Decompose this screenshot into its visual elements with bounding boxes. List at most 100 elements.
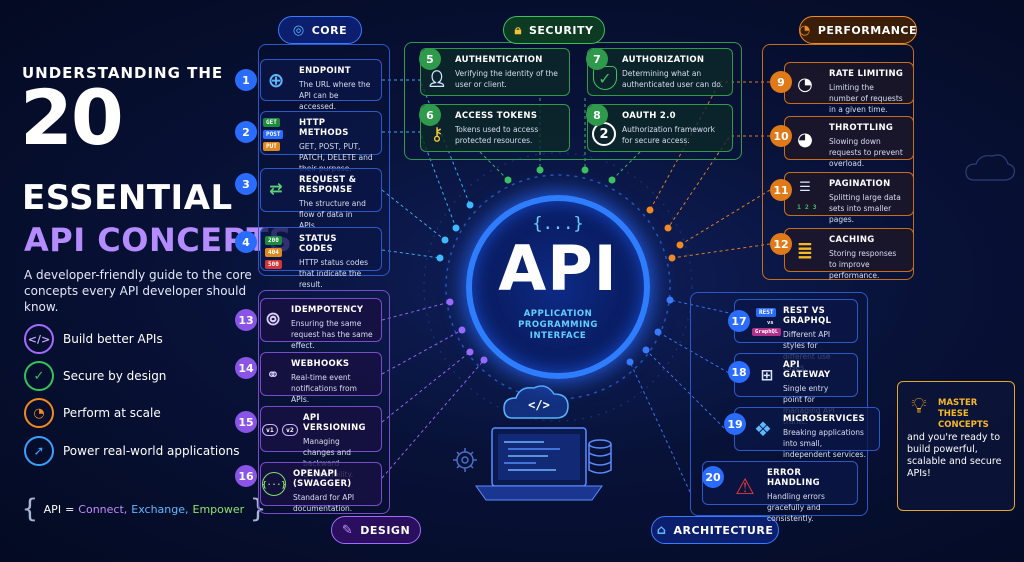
cloud-code-glyph: </> bbox=[528, 398, 550, 412]
api-core-circle bbox=[466, 195, 650, 379]
concept-card-18: API GATEWAY Single entry point for manag… bbox=[734, 353, 858, 426]
concept-desc: The URL where the API can be accessed. bbox=[299, 80, 371, 111]
rest-badge: REST bbox=[756, 308, 777, 317]
gauge-icon: ◔ bbox=[24, 398, 54, 428]
code-icon: </> bbox=[24, 324, 54, 354]
feature-secure: ✓ Secure by design bbox=[24, 361, 166, 391]
concept-card-19: MICROSERVICES Breaking applications into… bbox=[734, 407, 880, 459]
api-label: API bbox=[498, 232, 618, 305]
concept-desc: Determining what an authenticated user c… bbox=[622, 69, 724, 89]
concept-number: 2 bbox=[235, 121, 257, 143]
fingerprint-icon: ⦾ bbox=[266, 310, 280, 330]
category-label: CORE bbox=[311, 23, 348, 37]
concept-title: WEBHOOKS bbox=[291, 359, 350, 369]
feature-power: ➚ Power real-world applications bbox=[24, 436, 239, 466]
concept-number: 10 bbox=[770, 125, 792, 147]
concept-number: 17 bbox=[728, 310, 750, 332]
concept-card-2: HTTP METHODS GET, POST, PUT, PATCH, DELE… bbox=[260, 111, 382, 173]
shield-icon: ✓ bbox=[24, 361, 54, 391]
braces-icon: {...} bbox=[532, 214, 584, 234]
master-desc: and you're ready to build powerful, scal… bbox=[907, 432, 1002, 479]
building-icon: ⌂ bbox=[656, 522, 667, 538]
concept-title: STATUS CODES bbox=[299, 234, 337, 254]
concept-title: ENDPOINT bbox=[299, 66, 351, 76]
category-label: DESIGN bbox=[360, 523, 411, 537]
concept-desc: Splitting large data sets into smaller p… bbox=[829, 193, 901, 224]
concept-card-11: PAGINATION Splitting large data sets int… bbox=[784, 172, 914, 224]
subtitle: A developer-friendly guide to the core c… bbox=[24, 268, 252, 314]
category-design: ✎ DESIGN bbox=[331, 516, 421, 544]
concept-card-20: ERROR HANDLING Handling errors gracefull… bbox=[702, 461, 858, 523]
gear-icon bbox=[453, 448, 477, 472]
gateway-icon: ⊞ bbox=[760, 366, 774, 384]
equation-text: API = Connect, Exchange, Empower bbox=[38, 503, 251, 516]
concept-card-12: CACHING Storing responses to improve per… bbox=[784, 228, 914, 280]
gauge-icon: ◕ bbox=[797, 128, 813, 150]
concept-title: RATE LIMITING bbox=[829, 69, 904, 79]
concept-card-5: AUTHENTICATION Verifying the identity of… bbox=[420, 48, 570, 96]
concept-number: 5 bbox=[419, 48, 441, 70]
key-icon: ⚷ bbox=[430, 123, 444, 145]
concept-title: AUTHENTICATION bbox=[455, 55, 543, 65]
category-label: PERFORMANCE bbox=[817, 23, 917, 37]
concept-card-3: REQUEST & RESPONSE The structure and flo… bbox=[260, 168, 382, 230]
concept-desc: Limiting the number of requests in a giv… bbox=[829, 83, 903, 114]
version-v2-badge: v2 bbox=[282, 424, 298, 436]
category-architecture: ⌂ ARCHITECTURE bbox=[651, 516, 779, 544]
concept-number: 9 bbox=[770, 71, 792, 93]
equation-exchange: Exchange, bbox=[131, 502, 189, 516]
concept-title: IDEMPOTENCY bbox=[291, 305, 364, 315]
feature-label: Perform at scale bbox=[63, 406, 161, 420]
concept-desc: Ensuring the same request has the same e… bbox=[291, 319, 373, 350]
webhook-icon: ⚭ bbox=[266, 364, 280, 384]
concept-desc: Real-time event notifications from APIs. bbox=[291, 373, 357, 404]
speedometer-icon: ◔ bbox=[797, 73, 813, 95]
concept-number: 19 bbox=[724, 413, 746, 435]
title-number: 20 bbox=[20, 73, 124, 162]
concept-title: ERROR HANDLING bbox=[767, 468, 820, 488]
concept-title: OAUTH 2.0 bbox=[622, 111, 676, 121]
concept-number: 18 bbox=[728, 361, 750, 383]
title-line-1: UNDERSTANDING THE bbox=[22, 64, 224, 82]
laptop-icon bbox=[475, 427, 603, 501]
database-stack-icon: ≣ bbox=[796, 238, 814, 262]
arrows-exchange-icon: ⇄ bbox=[269, 179, 283, 198]
concept-title: API GATEWAY bbox=[783, 360, 831, 380]
status-200-badge: 200 bbox=[265, 236, 282, 245]
status-404-badge: 404 bbox=[265, 248, 282, 257]
page-numbers: 1 2 3 bbox=[797, 203, 817, 211]
concept-title: REQUEST & RESPONSE bbox=[299, 175, 357, 195]
concept-card-6: ACCESS TOKENS Tokens used to access prot… bbox=[420, 104, 570, 152]
concept-number: 11 bbox=[770, 179, 792, 201]
feature-perform: ◔ Perform at scale bbox=[24, 398, 161, 428]
concept-number: 4 bbox=[235, 231, 257, 253]
concept-title: AUTHORIZATION bbox=[622, 55, 705, 65]
globe-icon: ⊕ bbox=[267, 68, 285, 92]
feature-label: Build better APIs bbox=[63, 332, 163, 346]
category-label: ARCHITECTURE bbox=[673, 523, 774, 537]
concept-number: 6 bbox=[419, 104, 441, 126]
equation-prefix: API bbox=[43, 502, 62, 516]
concept-title: ACCESS TOKENS bbox=[455, 111, 538, 121]
lightbulb-icon: 💡︎ bbox=[911, 394, 927, 419]
rocket-icon: ➚ bbox=[24, 436, 54, 466]
concept-desc: The structure and flow of data in APIs. bbox=[299, 199, 366, 230]
concept-number: 12 bbox=[770, 233, 792, 255]
equation-connect: Connect, bbox=[78, 502, 128, 516]
concept-number: 8 bbox=[586, 104, 608, 126]
get-badge: GET bbox=[263, 118, 280, 127]
concept-title: PAGINATION bbox=[829, 179, 891, 189]
concept-title: OPENAPI (SWAGGER) bbox=[293, 469, 352, 489]
concept-card-13: IDEMPOTENCY Ensuring the same request ha… bbox=[260, 298, 382, 350]
master-title: MASTER THESE CONCEPTS bbox=[938, 398, 989, 430]
concept-card-1: ENDPOINT The URL where the API can be ac… bbox=[260, 59, 382, 111]
cubes-icon: ❖ bbox=[754, 417, 772, 441]
feature-build: </> Build better APIs bbox=[24, 324, 163, 354]
api-sub-2: PROGRAMMING bbox=[518, 320, 598, 330]
list-icon: ☰ bbox=[799, 179, 811, 195]
concept-number: 13 bbox=[235, 309, 257, 331]
concept-title: MICROSERVICES bbox=[783, 414, 865, 424]
swagger-icon: {···} bbox=[262, 472, 286, 496]
brace-left: { bbox=[22, 494, 38, 524]
